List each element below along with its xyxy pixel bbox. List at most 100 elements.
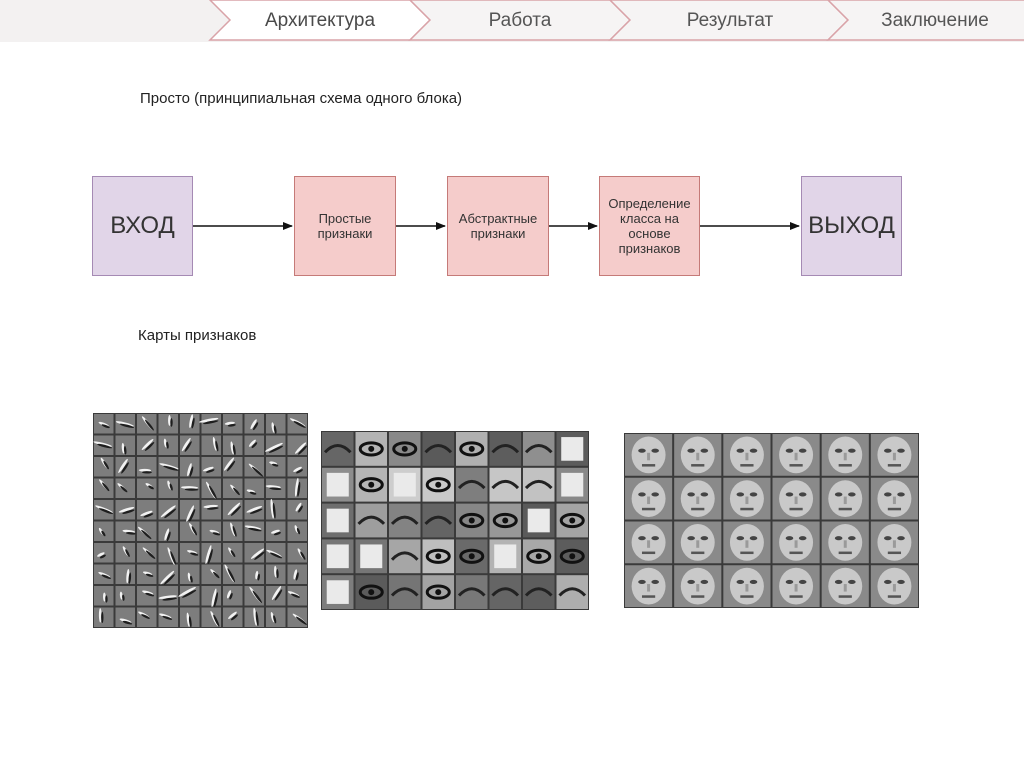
feature-cell: [223, 414, 243, 434]
feature-cell: [456, 539, 488, 574]
feature-cell: [287, 607, 307, 627]
feature-cell: [244, 586, 264, 606]
feature-cell: [287, 477, 307, 498]
tab-shape: [826, 0, 1024, 41]
feature-cell: [287, 521, 307, 541]
feature-cell: [201, 457, 221, 477]
feature-cell: [94, 607, 114, 627]
feature-cell: [137, 586, 157, 606]
edge-features-grid: [93, 413, 308, 628]
feature-cell: [244, 500, 264, 520]
tab-result[interactable]: Результат: [608, 0, 852, 41]
feature-cell: [456, 467, 488, 502]
output-box: ВЫХОД: [801, 176, 902, 276]
feature-cell: [180, 414, 200, 434]
feature-cell: [556, 575, 588, 609]
feature-cell: [674, 477, 722, 520]
feature-cell: [180, 543, 200, 563]
tab-conclusion[interactable]: Заключение: [826, 0, 1024, 41]
feature-cell: [223, 543, 243, 563]
feature-cell: [115, 521, 136, 541]
feature-cell: [287, 435, 308, 455]
tab-architecture-label: Архитектура: [264, 10, 376, 31]
abstract-features-label: Абстрактные признаки: [458, 211, 538, 241]
feature-cell: [266, 585, 286, 606]
tab-work-label: Работа: [488, 10, 552, 31]
feature-cell: [287, 586, 307, 606]
feature-cell: [489, 503, 521, 538]
feature-cell: [556, 503, 588, 538]
feature-cell: [489, 432, 521, 466]
block-scheme-caption: Просто (принципиальная схема одного блок…: [140, 90, 463, 107]
feature-cell: [115, 457, 135, 477]
feature-cell: [244, 478, 264, 498]
feature-cell: [178, 586, 200, 606]
feature-cell: [870, 477, 918, 520]
tab-architecture[interactable]: Архитектура: [208, 0, 432, 41]
feature-cell: [223, 564, 243, 584]
feature-cell: [723, 565, 771, 607]
feature-cell: [523, 503, 555, 538]
feature-cell: [180, 500, 200, 523]
feature-cell: [94, 457, 114, 477]
feature-cell: [137, 521, 157, 541]
feature-cell: [322, 503, 354, 538]
feature-cell: [223, 478, 243, 498]
feature-cell: [180, 435, 200, 455]
feature-cell: [137, 414, 157, 434]
feature-cell: [821, 434, 869, 476]
feature-cell: [201, 500, 221, 520]
feature-cell: [180, 521, 200, 541]
feature-cell: [180, 564, 200, 584]
tab-result-label: Результат: [686, 10, 774, 31]
classification-box: Определение класса на основе признаков: [599, 176, 700, 276]
feature-cell: [556, 467, 588, 502]
feature-cell: [674, 434, 722, 476]
feature-cell: [115, 564, 135, 584]
feature-cell: [244, 521, 264, 541]
feature-cell: [870, 565, 918, 607]
feature-cell: [94, 478, 114, 498]
feature-cell: [489, 467, 521, 502]
feature-cell: [489, 539, 521, 574]
feature-cell: [201, 586, 221, 608]
feature-cell: [180, 478, 200, 498]
edge-features-image: [93, 413, 308, 628]
tab-work[interactable]: Работа: [408, 0, 632, 41]
feature-cell: [94, 500, 114, 520]
classification-label: Определение класса на основе признаков: [608, 196, 691, 256]
feature-cell: [523, 575, 555, 609]
feature-cell: [389, 503, 421, 538]
feature-cell: [265, 478, 286, 498]
feature-cell: [180, 607, 200, 628]
input-box: ВХОД: [92, 176, 193, 276]
feature-cell: [625, 434, 673, 476]
feature-cell: [287, 457, 307, 477]
feature-cell: [137, 435, 157, 455]
feature-cell: [94, 564, 114, 584]
feature-cell: [821, 521, 869, 564]
feature-cell: [115, 435, 135, 455]
feature-cell: [322, 432, 354, 466]
feature-cell: [158, 586, 178, 606]
feature-cell: [266, 414, 286, 434]
feature-cell: [223, 500, 243, 520]
feature-cell: [137, 607, 157, 627]
face-parts-image: [321, 431, 589, 610]
feature-cell: [201, 607, 221, 627]
feature-cell: [244, 435, 264, 455]
feature-cell: [223, 435, 243, 456]
feature-cell: [94, 414, 114, 434]
feature-cell: [158, 457, 179, 477]
output-label: ВЫХОД: [808, 212, 895, 239]
feature-cell: [94, 521, 114, 541]
feature-cell: [244, 564, 264, 584]
feature-cell: [180, 457, 200, 477]
feature-cell: [244, 414, 264, 434]
feature-cell: [355, 539, 387, 574]
face-parts-grid: [321, 431, 589, 610]
feature-cell: [422, 467, 454, 502]
feature-cell: [625, 521, 673, 564]
feature-cell: [158, 414, 178, 434]
